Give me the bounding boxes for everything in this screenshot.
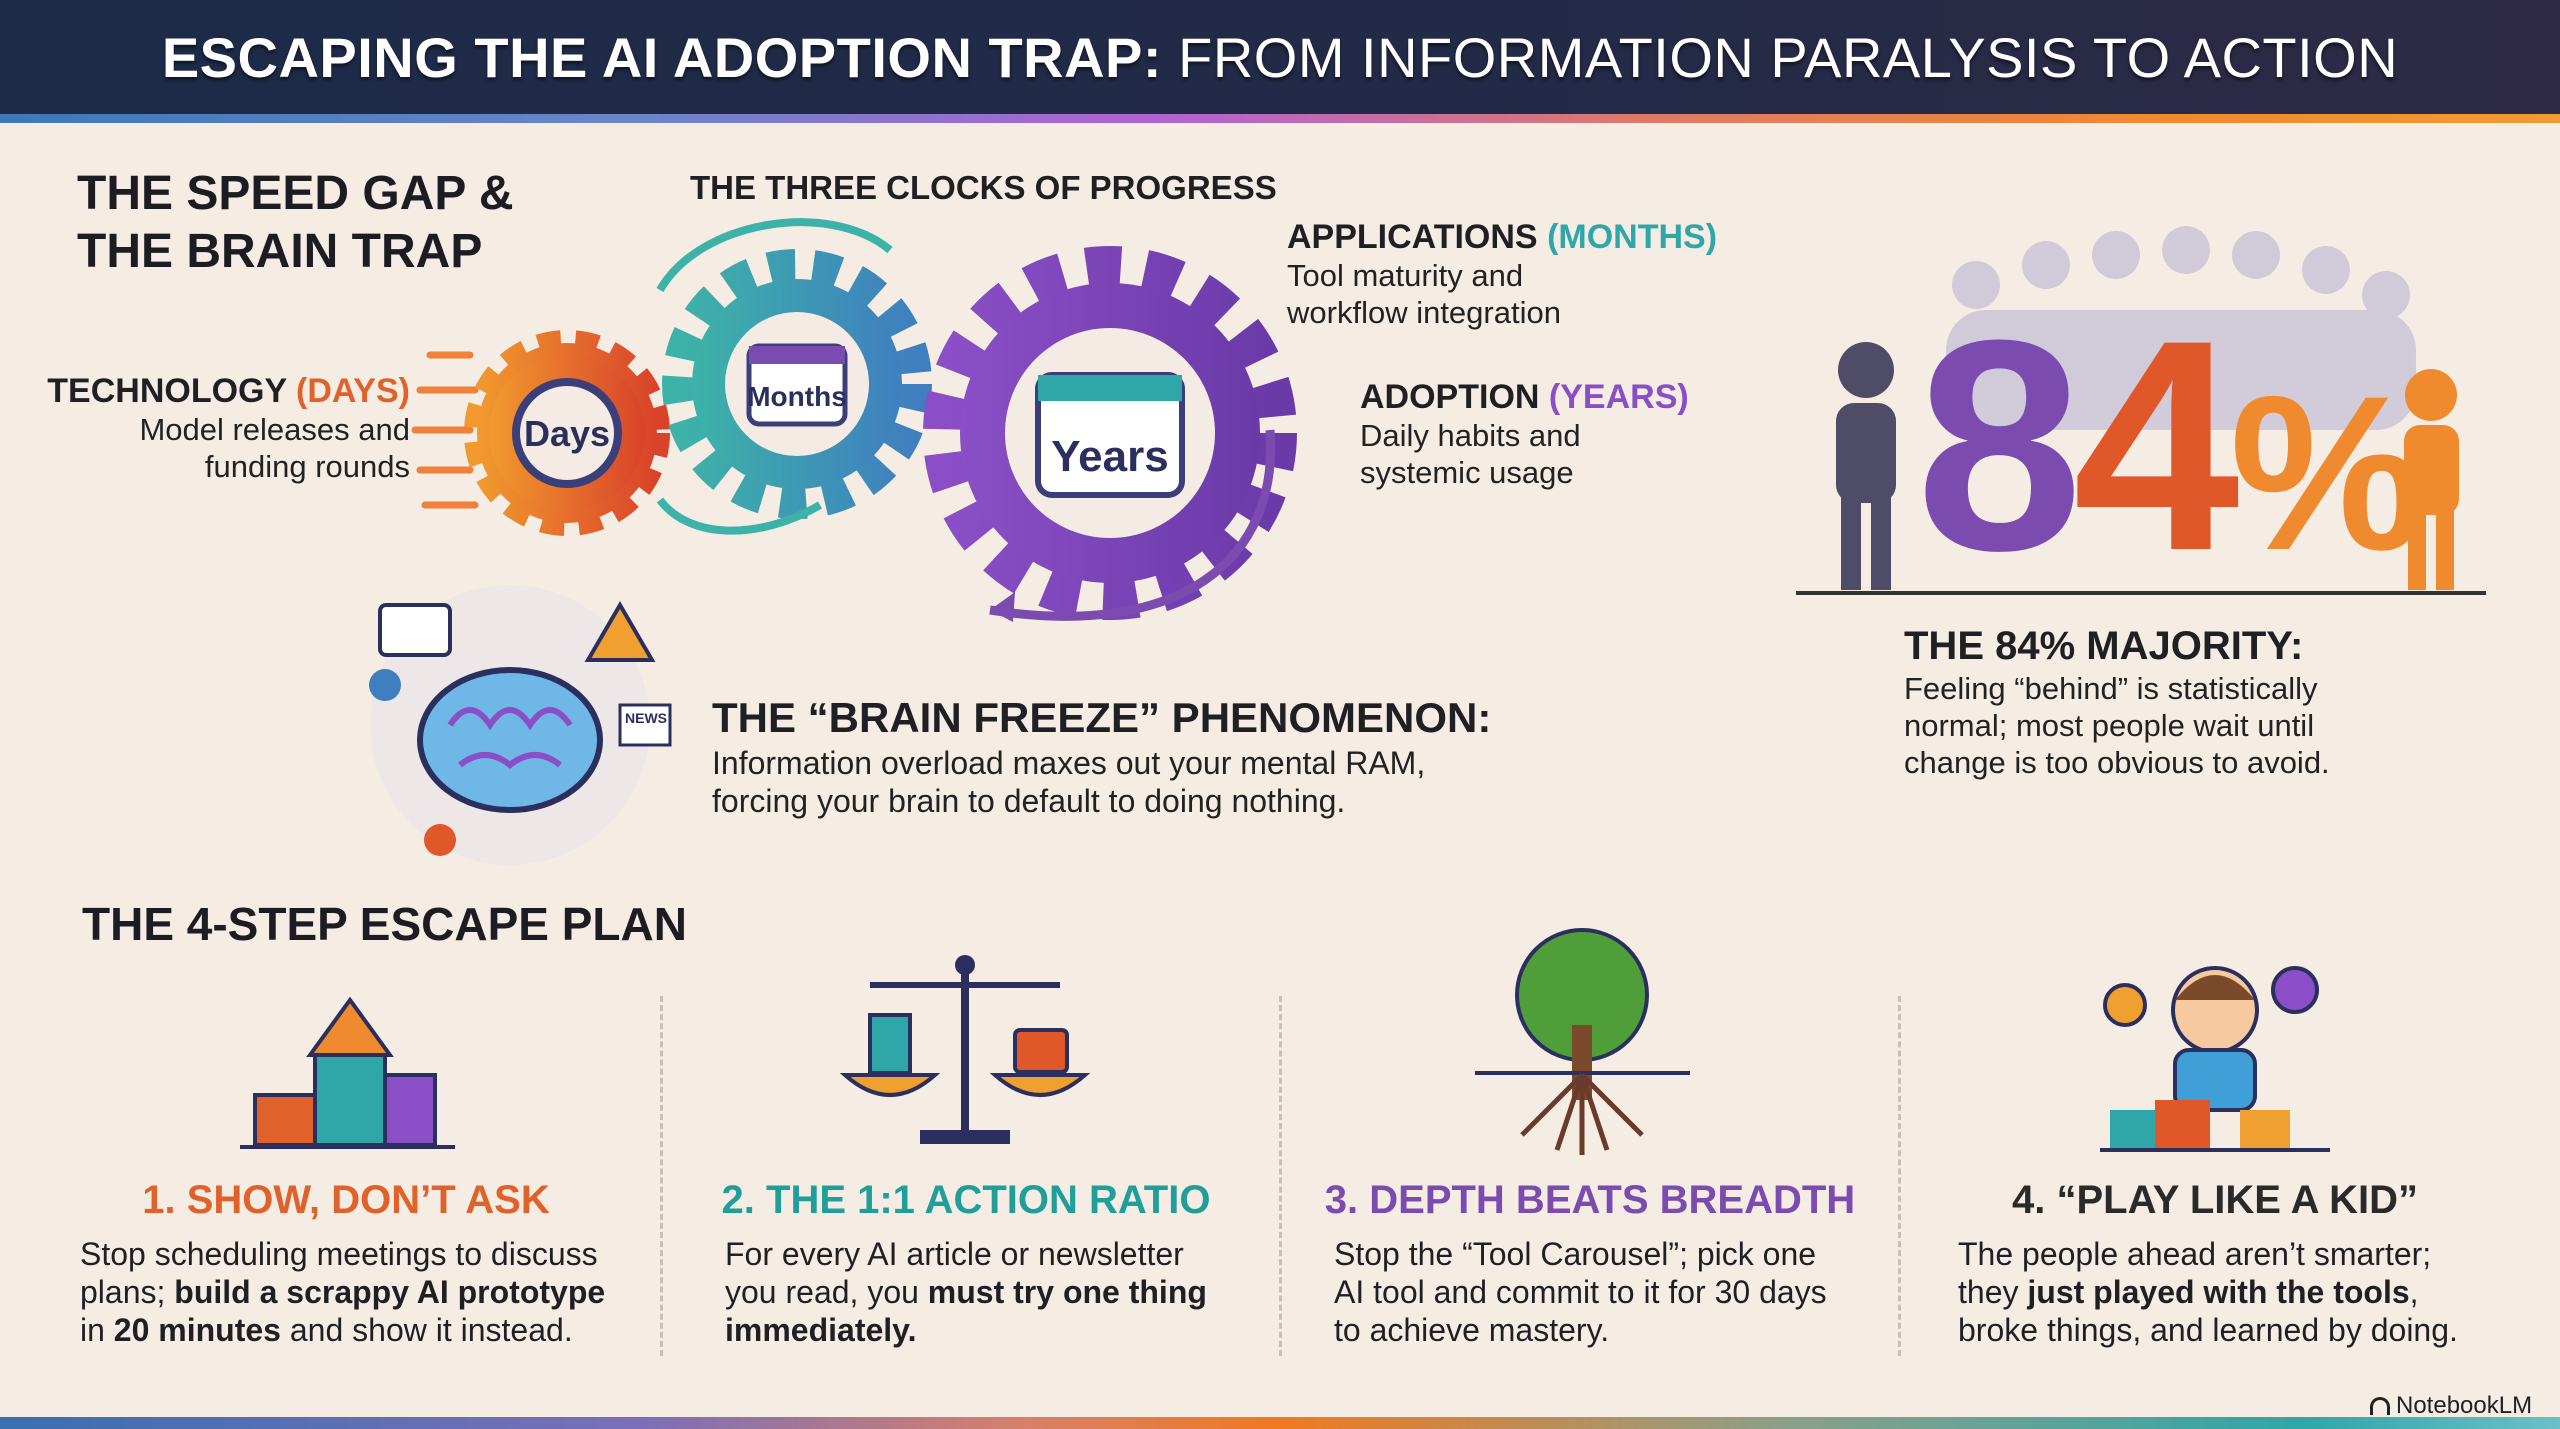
step-desc: in — [80, 1312, 114, 1348]
step-desc: AI tool and commit to it for 30 days — [1334, 1274, 1827, 1310]
big-digit-8: 8 — [1916, 277, 2083, 613]
adoption-desc: Daily habits and — [1360, 418, 1581, 453]
step-title: 4. “PLAY LIKE A KID” — [2011, 1178, 2418, 1222]
tree-roots-icon — [1475, 928, 1690, 1155]
clocks-heading: THE THREE CLOCKS OF PROGRESS — [690, 169, 1277, 206]
heading-line: THE SPEED GAP & — [77, 167, 514, 220]
speed-gap-heading: THE SPEED GAP & THE BRAIN TRAP — [77, 165, 514, 281]
notebooklm-watermark: NotebookLM — [2370, 1392, 2532, 1420]
title-regular: FROM INFORMATION PARALYSIS TO ACTION — [1178, 25, 2399, 89]
cycle-arrow-icon — [656, 218, 893, 293]
days-gear-label: Days — [524, 413, 610, 454]
step-desc-bold: 20 minutes — [113, 1312, 281, 1348]
building-blocks-icon — [240, 996, 455, 1149]
majority-desc: Feeling “behind” is statistically — [1904, 671, 2318, 706]
step-desc: plans; — [80, 1274, 175, 1310]
step-desc: , — [2409, 1274, 2419, 1310]
applications-label: APPLICATIONS — [1287, 218, 1538, 256]
top-gradient-strip — [0, 114, 2560, 123]
step-desc: Stop scheduling meetings to discuss — [80, 1236, 598, 1272]
cycle-arrow-icon — [989, 429, 1276, 621]
crowd-icon — [1796, 226, 2486, 595]
big-84-percent: 84% — [1916, 295, 2426, 618]
column-divider — [1279, 996, 1282, 1356]
applications-desc: Tool maturity and — [1287, 258, 1524, 293]
step-desc: Stop the “Tool Carousel”; pick one — [1334, 1236, 1817, 1272]
applications-desc: workflow integration — [1287, 295, 1561, 330]
news-label: NEWS — [625, 710, 667, 726]
big-percent-sign: % — [2229, 350, 2426, 596]
majority-block: THE 84% MAJORITY: Feeling “behind” is st… — [1904, 622, 2330, 781]
adoption-desc: systemic usage — [1360, 455, 1574, 490]
notebooklm-logo-icon — [2370, 1397, 2390, 1415]
adoption-label: ADOPTION — [1360, 378, 1540, 416]
years-gear-label: Years — [1051, 432, 1168, 481]
months-gear-label: Months — [747, 381, 847, 412]
speed-lines-icon — [411, 351, 479, 509]
notebooklm-brand: NotebookLM — [2396, 1392, 2533, 1419]
bottom-gradient-strip — [0, 1417, 2560, 1429]
step-desc: you read, you — [725, 1274, 928, 1310]
escape-plan-heading: THE 4-STEP ESCAPE PLAN — [82, 898, 687, 950]
technology-unit: (DAYS) — [296, 372, 410, 410]
step-3: 3. DEPTH BEATS BREADTH Stop the “Tool Ca… — [1310, 1178, 1894, 1349]
big-digit-4: 4 — [2072, 277, 2240, 613]
step-desc: For every AI article or newsletter — [725, 1236, 1184, 1272]
applications-label-block: APPLICATIONS (MONTHS) Tool maturity and … — [1287, 218, 1717, 331]
majority-heading: THE 84% MAJORITY: — [1904, 624, 2304, 668]
step-desc: they — [1958, 1274, 2028, 1310]
brain-overload-icon: NEWS — [369, 585, 672, 865]
brain-freeze-desc: forcing your brain to default to doing n… — [712, 783, 1346, 819]
adoption-unit: (YEARS) — [1548, 378, 1689, 416]
step-desc: to achieve mastery. — [1334, 1312, 1610, 1348]
heading-line: THE BRAIN TRAP — [77, 225, 483, 278]
step-4: 4. “PLAY LIKE A KID” The people ahead ar… — [1935, 1178, 2518, 1349]
column-divider — [1898, 996, 1901, 1356]
page-title: ESCAPING THE AI ADOPTION TRAP: FROM INFO… — [162, 25, 2398, 90]
title-bold: ESCAPING THE AI ADOPTION TRAP: — [161, 25, 1163, 89]
three-clocks-gears: Days Months Years — [411, 218, 1297, 622]
adoption-label-block: ADOPTION (YEARS) Daily habits and system… — [1360, 378, 1689, 491]
technology-label-block: TECHNOLOGY (DAYS) Model releases and fun… — [40, 372, 410, 485]
days-gear-icon: Days — [464, 330, 670, 536]
column-divider — [660, 996, 663, 1356]
step-desc-bold: just played with the tools — [2027, 1274, 2410, 1310]
brain-freeze-block: THE “BRAIN FREEZE” PHENOMENON: Informati… — [712, 692, 1491, 820]
step-desc-bold: immediately. — [725, 1312, 917, 1348]
technology-desc: funding rounds — [204, 449, 410, 484]
technology-label: TECHNOLOGY — [47, 372, 287, 410]
step-title: 2. THE 1:1 ACTION RATIO — [721, 1178, 1211, 1222]
step-desc: broke things, and learned by doing. — [1958, 1312, 2458, 1348]
step-2: 2. THE 1:1 ACTION RATIO For every AI art… — [686, 1178, 1285, 1349]
majority-desc: normal; most people wait until — [1904, 708, 2315, 743]
step-desc: The people ahead aren’t smarter; — [1958, 1236, 2432, 1272]
header-banner: ESCAPING THE AI ADOPTION TRAP: FROM INFO… — [0, 0, 2560, 114]
months-gear-icon: Months — [662, 249, 932, 519]
playing-kid-icon — [2100, 966, 2330, 1152]
step-1: 1. SHOW, DON’T ASK Stop scheduling meeti… — [66, 1178, 640, 1349]
applications-unit: (MONTHS) — [1547, 218, 1718, 256]
step-desc-bold: must try one thing — [927, 1274, 1207, 1310]
step-desc-bold: build a scrappy AI prototype — [174, 1274, 606, 1310]
balance-scale-icon — [840, 955, 1090, 1144]
step-title: 3. DEPTH BEATS BREADTH — [1324, 1178, 1856, 1222]
years-gear-icon: Years — [923, 246, 1297, 620]
step-desc: and show it instead. — [280, 1312, 573, 1348]
majority-desc: change is too obvious to avoid. — [1904, 745, 2330, 780]
majority-illustration: 84% — [1796, 205, 2496, 600]
technology-desc: Model releases and — [139, 412, 410, 447]
step-title: 1. SHOW, DON’T ASK — [142, 1178, 550, 1222]
brain-freeze-heading: THE “BRAIN FREEZE” PHENOMENON: — [712, 694, 1492, 741]
brain-freeze-desc: Information overload maxes out your ment… — [712, 745, 1426, 781]
